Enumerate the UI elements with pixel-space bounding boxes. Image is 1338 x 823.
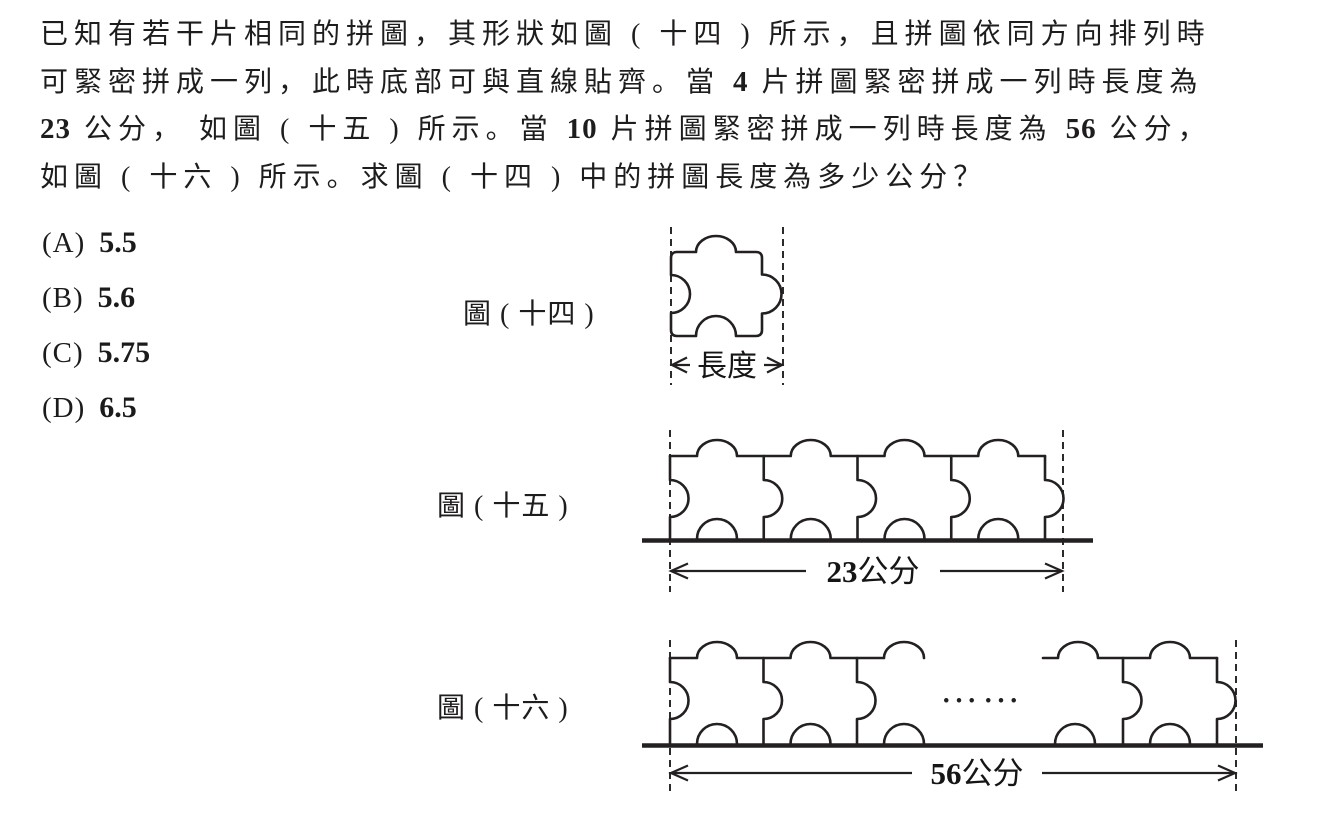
problem-text-segment: 如圖 ( 十六 ) 所示。求圖 ( 十四 ) 中的拼圖長度為多少公分？ — [40, 162, 988, 193]
figure14-label: 圖 ( 十四 ) — [463, 299, 595, 330]
option-b: (B) 5.6 — [42, 281, 135, 315]
problem-line-2: 可緊密拼成一列，此時底部可與直線貼齊。當 4 片拼圖緊密拼成一列時長度為 — [40, 60, 1204, 100]
puzzle-row-top-contour-right — [1041, 640, 1219, 660]
figure16-drawing: …… 56公分 — [642, 640, 1263, 795]
option-value: 5.5 — [99, 226, 137, 259]
option-label: (A) — [42, 227, 86, 259]
dimension-label: 23公分 — [827, 554, 920, 589]
dimension-arrowheads — [668, 764, 1238, 782]
problem-text-segment: 公分， — [1096, 114, 1212, 145]
option-label: (B) — [42, 282, 84, 314]
dimension-value: 56 — [931, 756, 962, 791]
bold-number: 23 — [40, 113, 71, 145]
puzzle-row-joints — [668, 656, 1237, 746]
option-value: 5.6 — [97, 281, 136, 314]
bold-number: 10 — [566, 113, 598, 145]
figure16-label: 圖 ( 十六 ) — [437, 693, 569, 724]
problem-line-3: 23 公分， 如圖 ( 十五 ) 所示。當 10 片拼圖緊密拼成一列時長度為 5… — [40, 107, 1212, 147]
dimension-label: 長度 — [697, 350, 757, 383]
dimension-value: 23 — [827, 554, 858, 589]
option-value: 6.5 — [99, 391, 137, 424]
figure15-label: 圖 ( 十五 ) — [437, 491, 569, 522]
puzzle-row-top-contour-left — [668, 640, 926, 660]
puzzle-piece-outline — [669, 234, 783, 338]
option-c: (C) 5.75 — [42, 336, 150, 370]
figure14-drawing: 長度 — [669, 227, 785, 385]
dimension-unit: 公分 — [858, 554, 920, 589]
ellipsis-dots: …… — [940, 669, 1024, 711]
option-label: (D) — [42, 392, 86, 424]
option-value: 5.75 — [97, 336, 151, 369]
bold-number: 56 — [1065, 113, 1097, 145]
option-label: (C) — [42, 337, 84, 369]
problem-text-segment: 可緊密拼成一列，此時底部可與直線貼齊。當 — [40, 67, 734, 98]
puzzle-row-bottom-blanks — [695, 517, 1020, 541]
puzzle-row-bottom-blanks — [695, 722, 1192, 746]
option-d: (D) 6.5 — [42, 391, 137, 425]
dimension-arrowheads — [669, 356, 785, 374]
puzzle-row-joints — [668, 454, 1065, 541]
problem-line-1: 已知有若干片相同的拼圖，其形狀如圖 ( 十四 ) 所示，且拼圖依同方向排列時 — [40, 12, 1211, 52]
figure15-drawing: 23公分 — [642, 430, 1093, 592]
problem-text-segment: 公分， 如圖 ( 十五 ) 所示。當 — [71, 114, 567, 145]
problem-text-segment: 片拼圖緊密拼成一列時長度為 — [597, 114, 1066, 145]
bold-number: 4 — [733, 66, 749, 98]
problem-text-segment: 片拼圖緊密拼成一列時長度為 — [748, 67, 1204, 98]
option-a: (A) 5.5 — [42, 226, 137, 260]
dimension-unit: 公分 — [962, 756, 1024, 791]
problem-text-segment: 已知有若干片相同的拼圖，其形狀如圖 ( 十四 ) 所示，且拼圖依同方向排列時 — [40, 19, 1211, 50]
dimension-label: 56公分 — [931, 756, 1024, 791]
puzzle-row-top-contour — [668, 438, 1047, 458]
dimension-arrowheads — [668, 562, 1065, 580]
problem-line-4: 如圖 ( 十六 ) 所示。求圖 ( 十四 ) 中的拼圖長度為多少公分？ — [40, 155, 987, 195]
